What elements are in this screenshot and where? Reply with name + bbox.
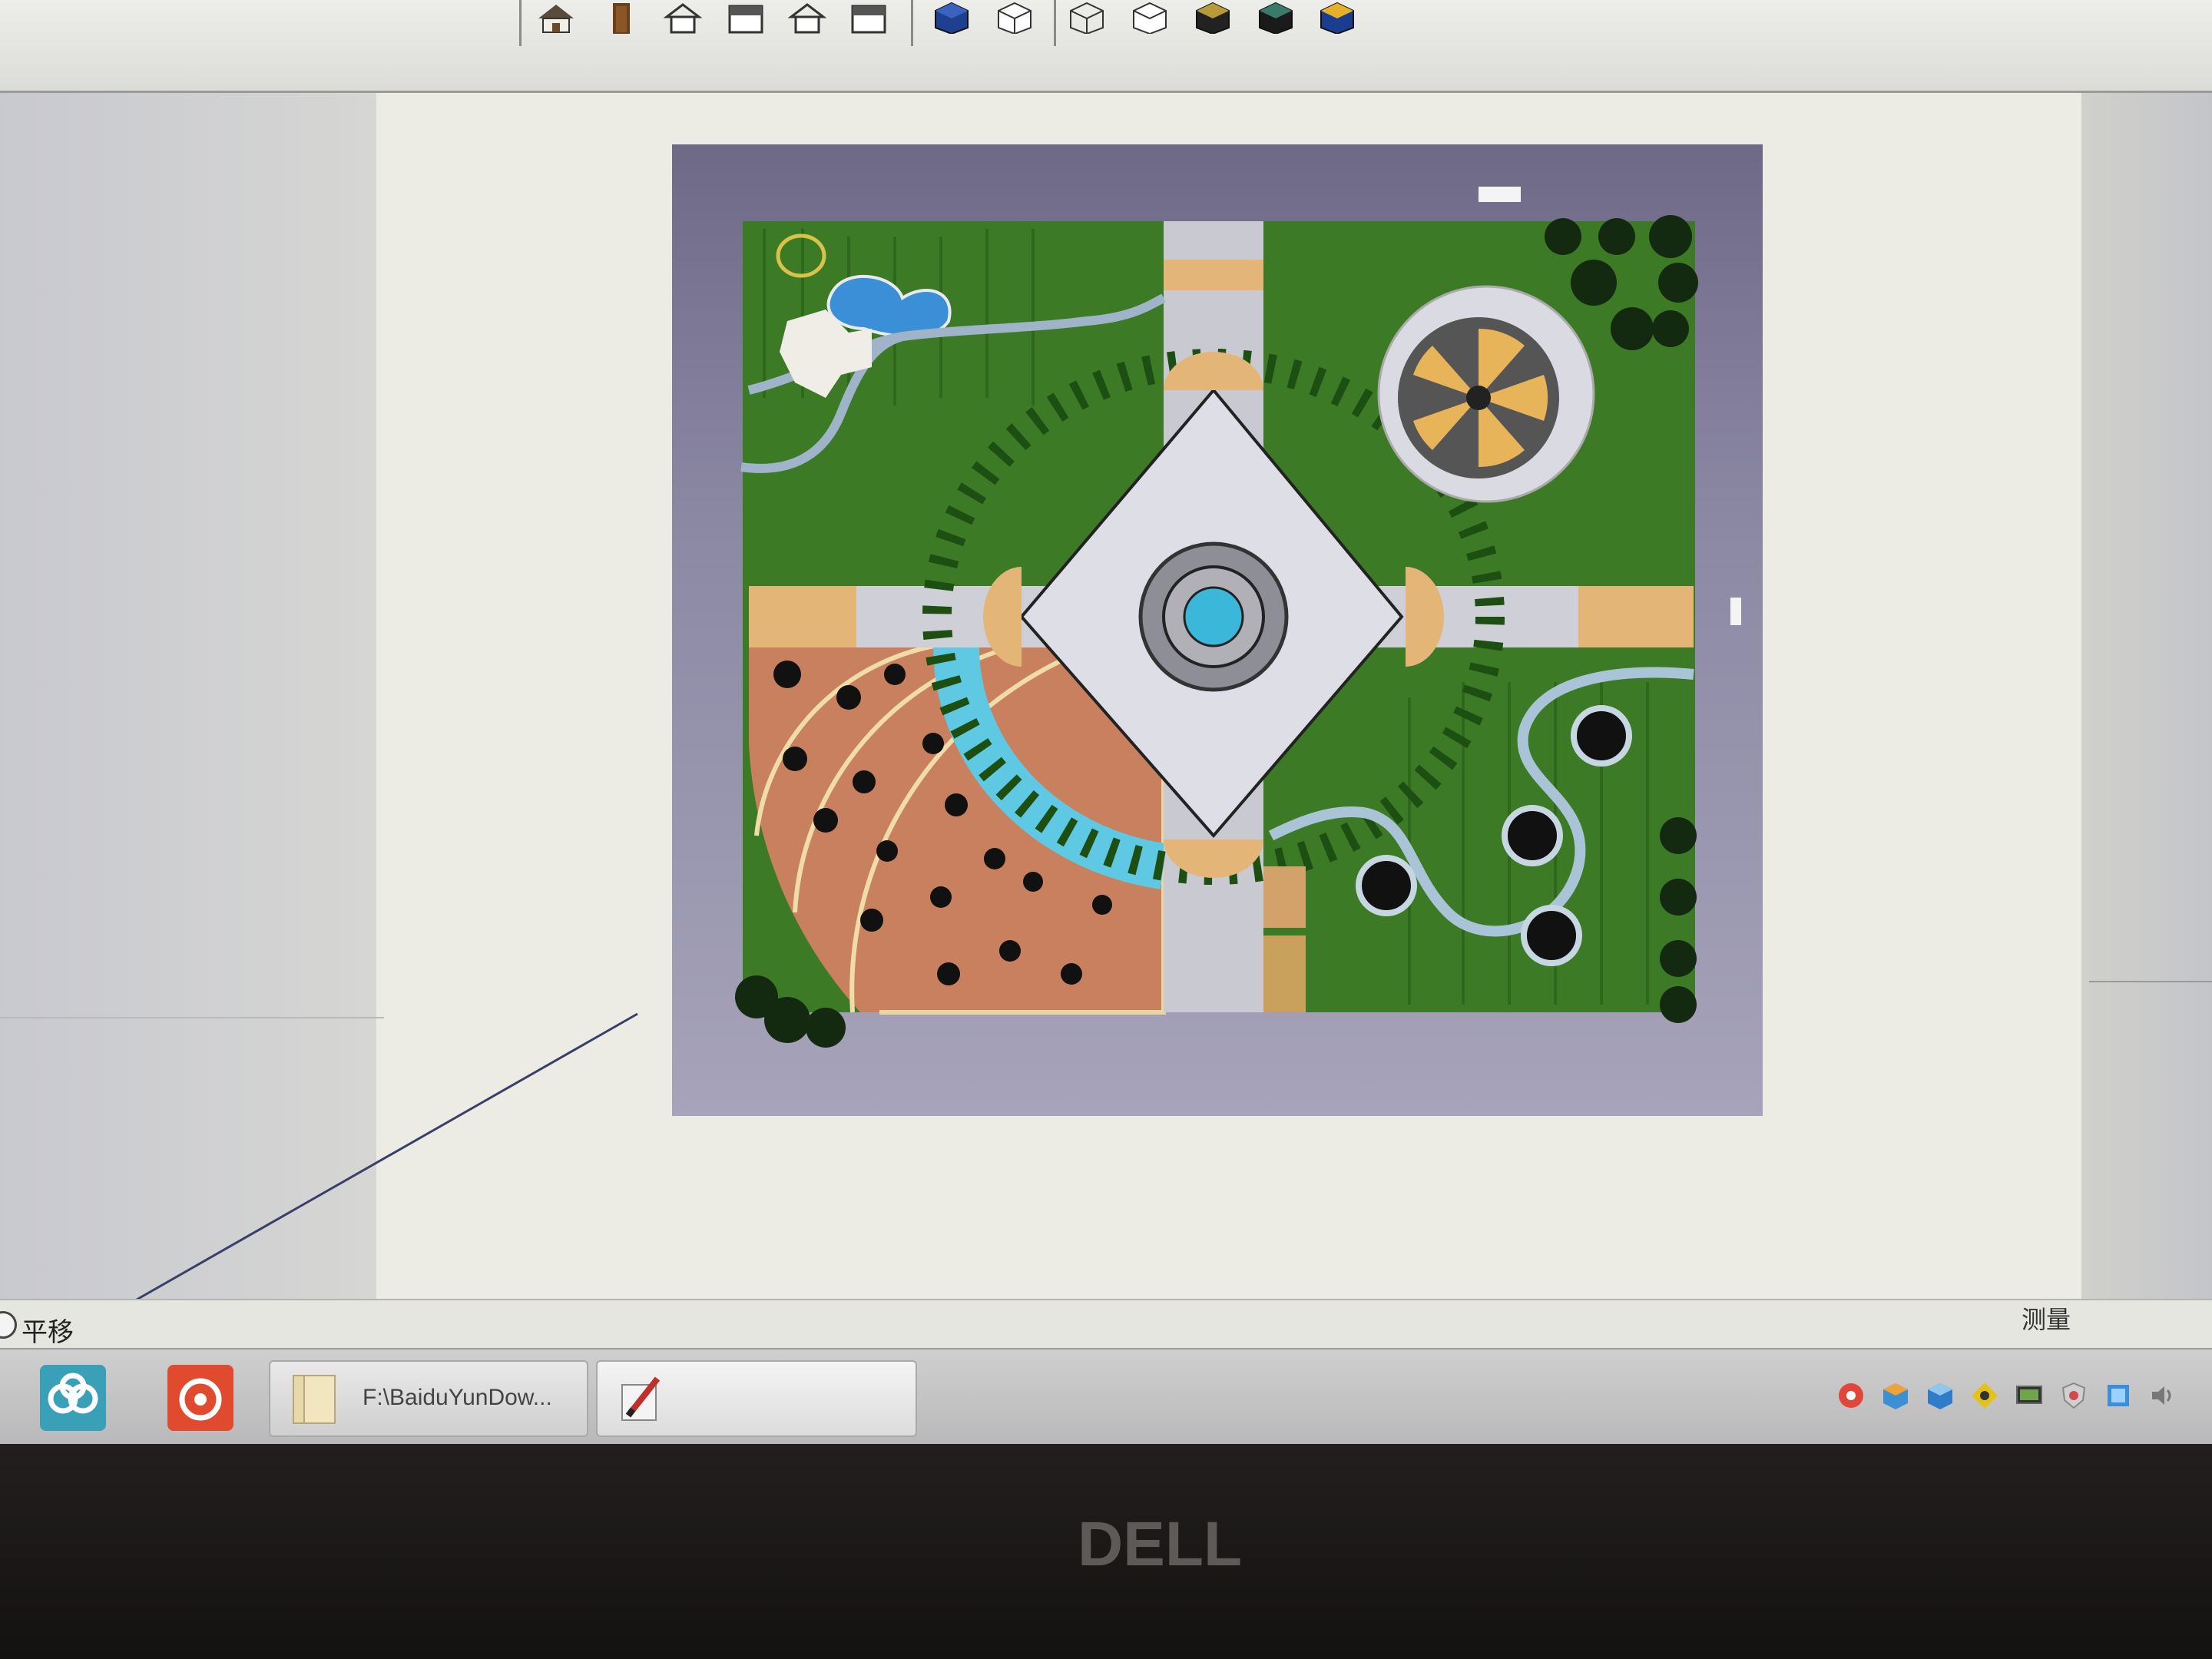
wire-cube-icon[interactable]	[1065, 2, 1109, 34]
task-file-explorer[interactable]: F:\BaiduYunDow...	[269, 1360, 588, 1437]
pan-tool-icon	[0, 1311, 17, 1339]
tree-ring	[922, 349, 1505, 885]
house-outline-icon[interactable]	[661, 2, 705, 34]
folder-icon	[287, 1371, 341, 1426]
svg-text:DELL: DELL	[1078, 1509, 1242, 1579]
site-plan-image[interactable]	[672, 144, 1763, 1116]
fountain-water	[1183, 586, 1244, 647]
wire-cube-icon[interactable]	[992, 2, 1037, 34]
toolbar-separator	[519, 0, 522, 46]
house-outline-icon[interactable]	[785, 2, 830, 34]
measure-label: 测量	[2022, 1305, 2071, 1334]
screen: 平移 测量 F:\BaiduYunDow...	[0, 0, 2212, 1444]
display-icon[interactable]	[2014, 1380, 2045, 1411]
toolbar-separator	[1054, 0, 1056, 46]
toolbar-separator	[911, 0, 913, 46]
music-app-icon[interactable]	[167, 1365, 233, 1431]
task-sketch-app[interactable]	[596, 1360, 917, 1437]
building	[780, 310, 872, 398]
terrace	[749, 644, 1164, 1012]
terrace-trees	[773, 661, 1112, 985]
flower-bed	[1263, 866, 1306, 928]
cloud-app-icon[interactable]	[40, 1365, 106, 1431]
status-tool-hint: 平移	[22, 1317, 74, 1348]
wall-icon[interactable]	[846, 2, 891, 34]
task-label: F:\BaiduYunDow...	[363, 1385, 552, 1410]
yellow-app-icon[interactable]	[1969, 1380, 2000, 1411]
shield-icon[interactable]	[2058, 1380, 2089, 1411]
perimeter-trees	[735, 215, 1698, 1048]
cube-app-icon[interactable]	[1925, 1380, 1955, 1411]
wire-cube-icon[interactable]	[1128, 2, 1172, 34]
toolbar	[0, 0, 2212, 93]
drawing-canvas[interactable]	[376, 93, 2081, 1299]
system-tray	[1836, 1380, 2212, 1419]
shaded-cube-icon[interactable]	[1253, 2, 1298, 34]
dell-logo: DELL	[1045, 1505, 1275, 1582]
volume-icon[interactable]	[2147, 1380, 2178, 1411]
network-icon[interactable]	[2103, 1380, 2134, 1411]
door-icon[interactable]	[599, 2, 644, 34]
shaded-cube-icon[interactable]	[1315, 2, 1359, 34]
monitor-bezel: DELL	[0, 1444, 2212, 1659]
red-app-icon[interactable]	[1836, 1380, 1866, 1411]
blue-cube-icon[interactable]	[929, 2, 974, 34]
taskbar: F:\BaiduYunDow...	[0, 1348, 2212, 1444]
pond	[826, 274, 952, 338]
site-plan-drawing	[735, 187, 1741, 1048]
status-bar: 平移 测量	[0, 1299, 2212, 1349]
wall-icon[interactable]	[724, 2, 768, 34]
right-panel	[2081, 93, 2212, 1299]
left-panel	[0, 93, 376, 1299]
sketch-app-icon	[614, 1371, 668, 1426]
shaded-cube-icon[interactable]	[1190, 2, 1235, 34]
cube-app-icon[interactable]	[1880, 1380, 1911, 1411]
house-icon[interactable]	[534, 2, 578, 34]
